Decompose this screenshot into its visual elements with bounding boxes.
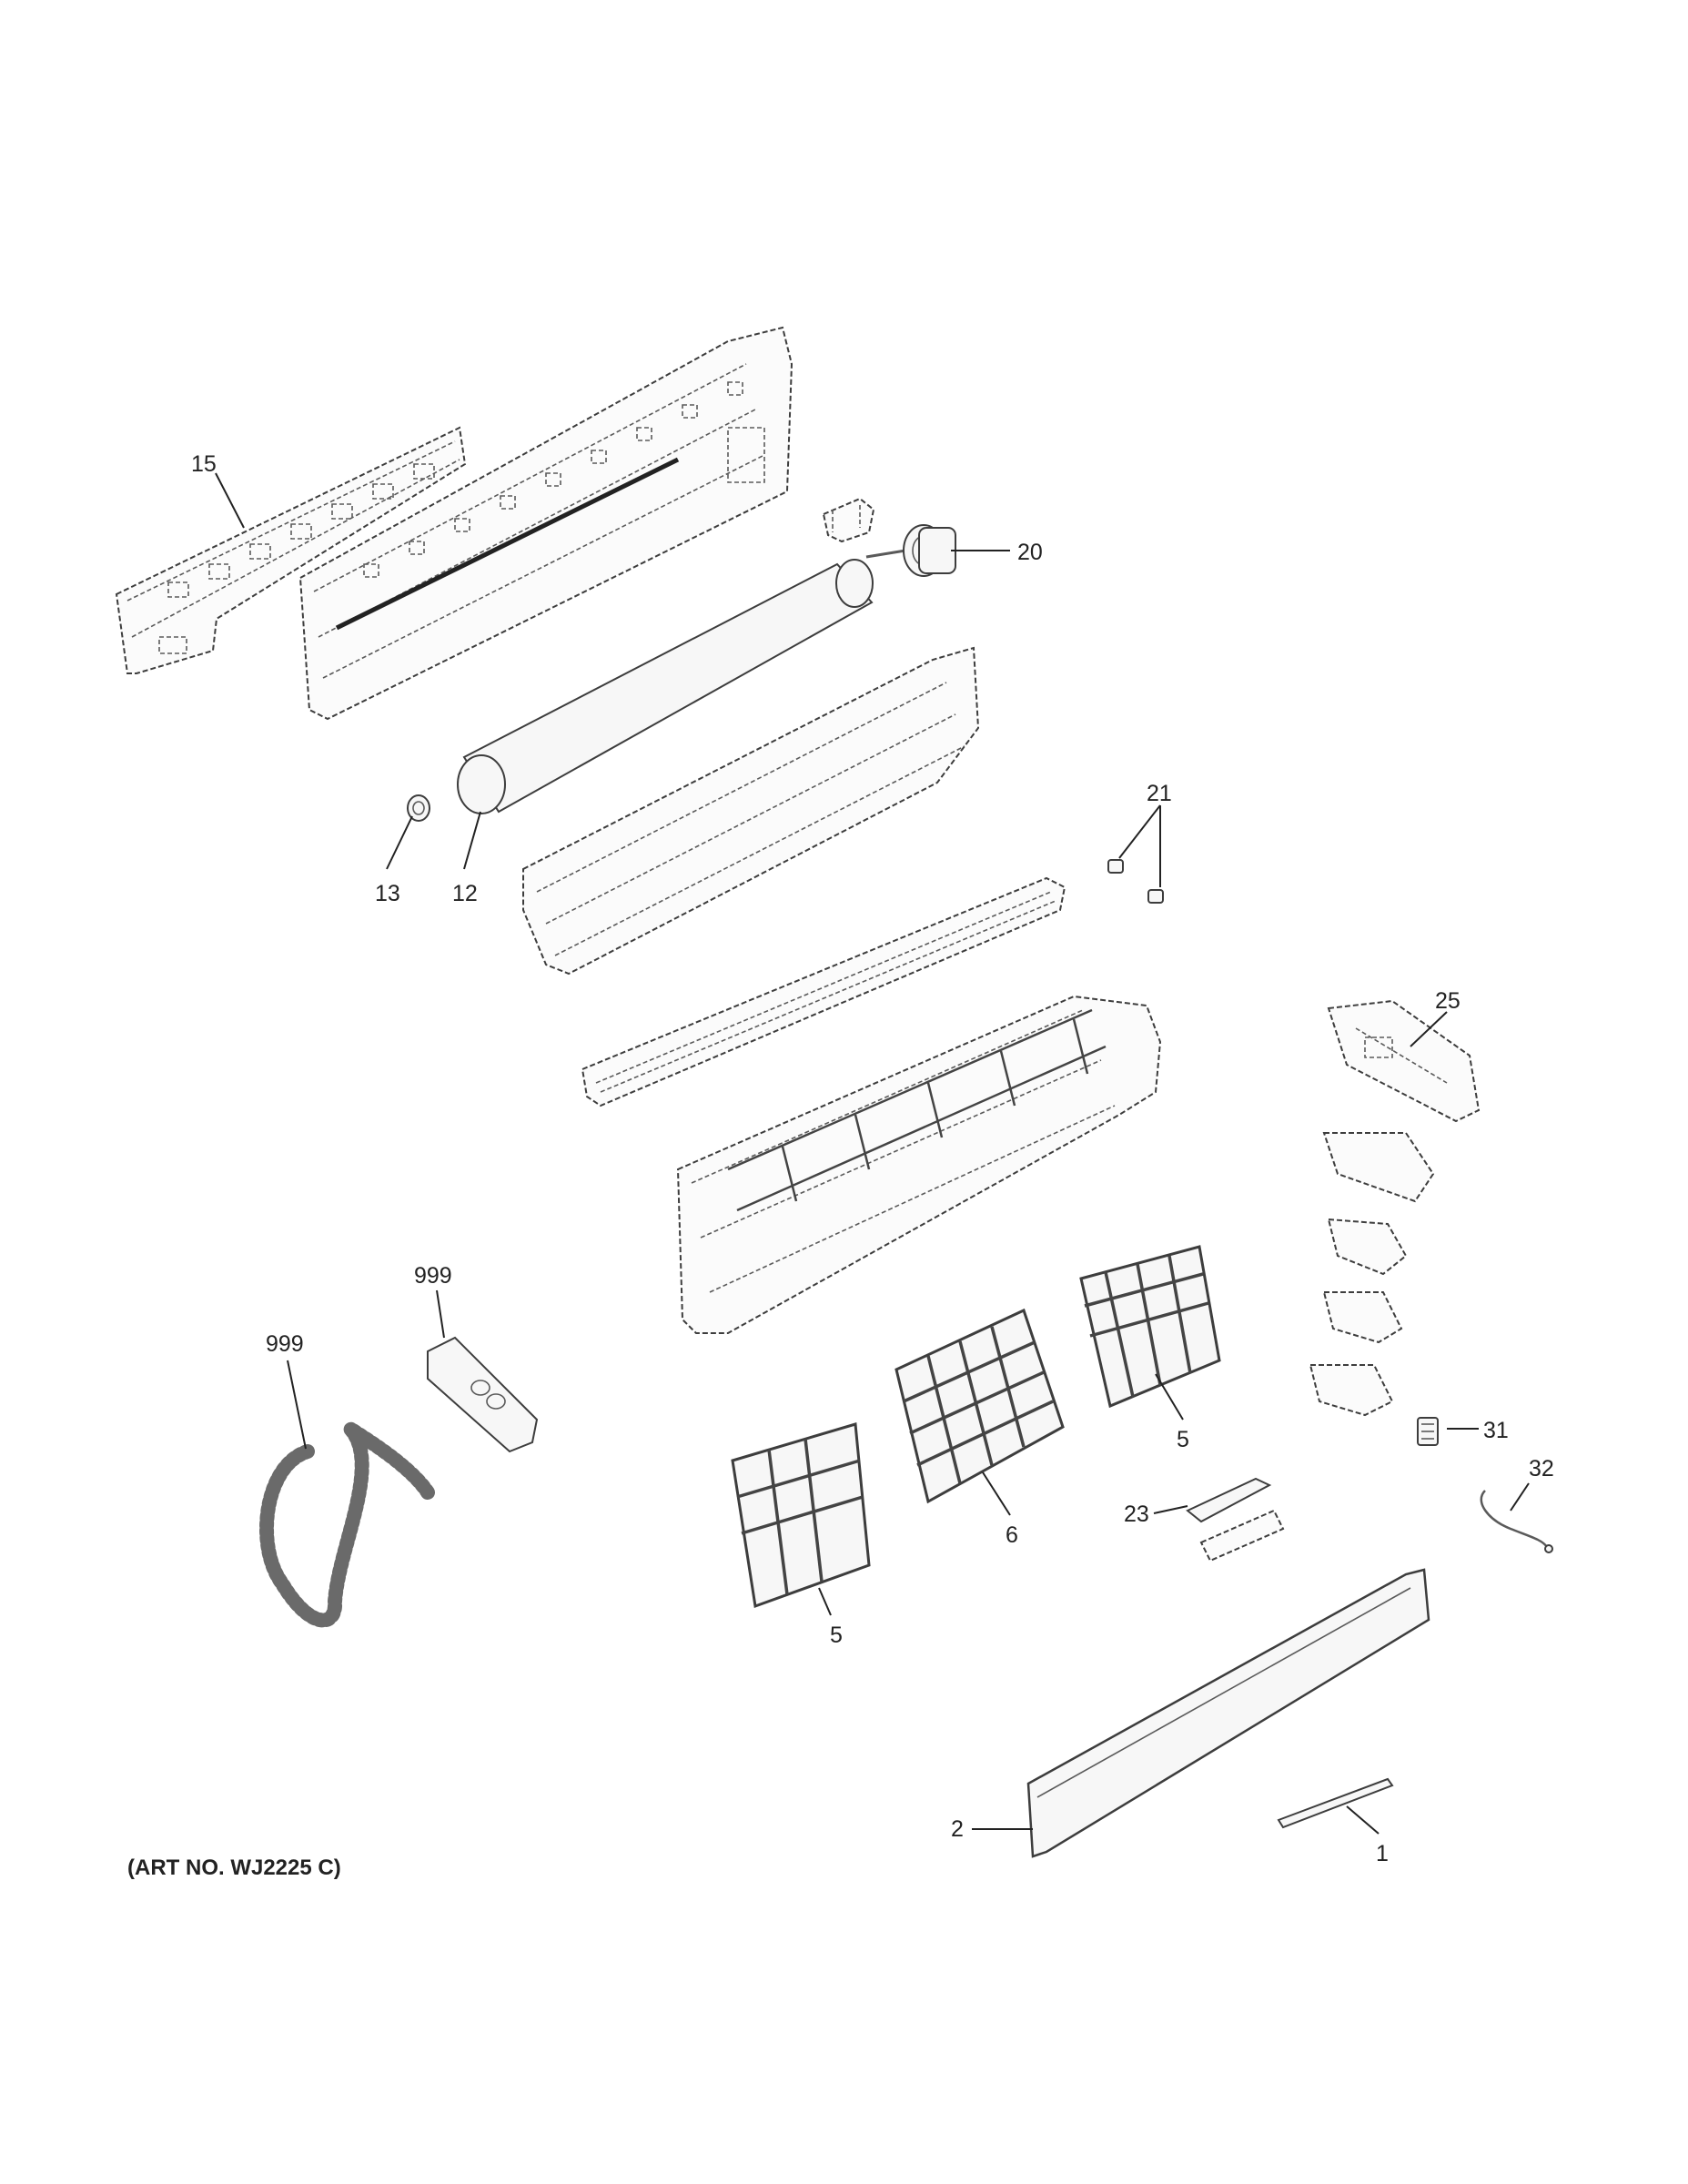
callout-23: 23 — [1124, 1502, 1149, 1527]
part-1-trim-strip — [1277, 1777, 1394, 1829]
callout-1: 1 — [1376, 1841, 1389, 1866]
callout-2: 2 — [951, 1816, 964, 1842]
callout-15: 15 — [191, 451, 217, 477]
art-number: (ART NO. WJ2225 C) — [127, 1855, 341, 1880]
part-13-bearing — [407, 794, 430, 822]
callout-labels: 15 20 13 12 21 25 999 999 5 6 5 31 32 23… — [191, 451, 1554, 1866]
part-32-wire — [1480, 1490, 1553, 1553]
leader-lines — [215, 472, 1530, 1835]
motor-bracket — [822, 497, 875, 543]
part-20-fan-motor — [865, 524, 956, 577]
part-25-control-box — [1327, 999, 1481, 1123]
callout-31: 31 — [1483, 1418, 1509, 1443]
evaporator-coil — [522, 646, 980, 976]
part-31-sensor — [1417, 1417, 1439, 1446]
part-2-front-panel — [1026, 1568, 1430, 1858]
callout-5-left: 5 — [830, 1623, 843, 1648]
front-cabinet — [676, 995, 1162, 1334]
callout-25: 25 — [1435, 988, 1461, 1014]
callout-12: 12 — [452, 881, 478, 906]
part-5-left-filter — [731, 1422, 871, 1609]
part-21-clips — [1107, 859, 1164, 904]
rear-chassis — [298, 326, 793, 721]
control-parts-stack — [1309, 1132, 1435, 1417]
part-15-mounting-plate — [115, 426, 467, 674]
part-23-display-board — [1186, 1477, 1285, 1562]
callout-999-remote: 999 — [414, 1263, 452, 1289]
drain-pan-assembly — [581, 876, 1066, 1107]
callout-999-hose: 999 — [266, 1331, 304, 1357]
part-999-remote-control — [427, 1336, 539, 1453]
part-5-right-filter — [1079, 1245, 1221, 1409]
part-6-center-filter — [895, 1308, 1065, 1504]
callout-21: 21 — [1147, 781, 1172, 806]
callout-32: 32 — [1529, 1456, 1554, 1481]
callout-20: 20 — [1017, 540, 1043, 565]
part-999-drain-hose — [259, 1422, 435, 1628]
callout-13: 13 — [375, 881, 400, 906]
callout-6: 6 — [1006, 1522, 1018, 1548]
part-12-blower-wheel — [457, 559, 874, 814]
callout-5-right: 5 — [1177, 1427, 1189, 1452]
